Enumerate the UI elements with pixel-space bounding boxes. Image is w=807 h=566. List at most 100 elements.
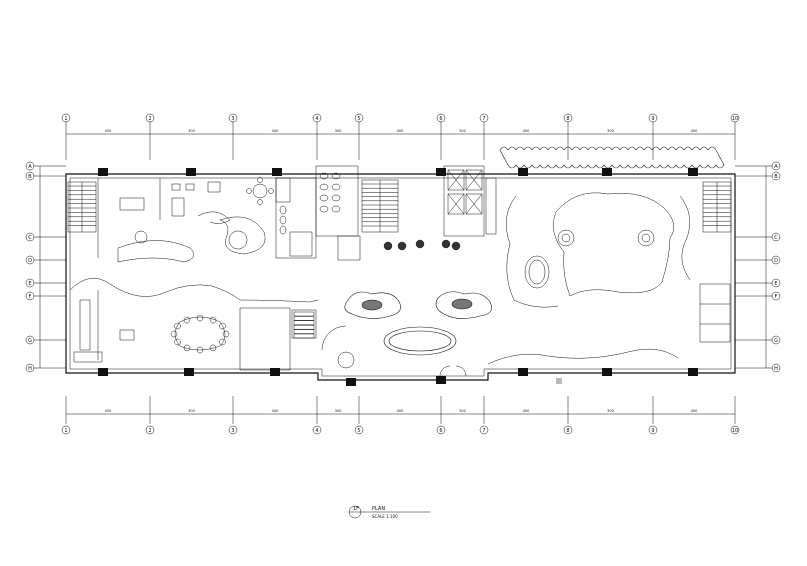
locker-unit xyxy=(293,329,315,334)
toilet-fixture xyxy=(331,194,341,202)
chair-icon xyxy=(174,322,181,330)
axis-bubble-bottom xyxy=(436,425,446,435)
axis-label-top: 5 xyxy=(357,116,360,122)
toilet-fixture xyxy=(279,205,287,215)
plant-icon xyxy=(383,239,461,251)
axis-label-bottom: 8 xyxy=(566,428,569,434)
axis-bubble-right xyxy=(771,278,781,288)
toilet-fixture xyxy=(279,215,287,225)
structural-columns xyxy=(98,168,698,386)
chair-icon xyxy=(196,346,204,354)
axis-label-left: H xyxy=(28,366,32,372)
axis-label-top: 10 xyxy=(732,116,738,122)
dimension-label-top: 400 xyxy=(691,129,698,133)
axis-bubble-top xyxy=(648,113,658,123)
axis-bubble-left xyxy=(25,363,35,373)
axis-label-right: D xyxy=(774,258,778,264)
axis-bubble-top xyxy=(479,113,489,123)
axis-bubble-right xyxy=(771,171,781,181)
axis-label-bottom: 9 xyxy=(651,428,654,434)
title-text: PLAN xyxy=(372,506,385,512)
axis-label-top: 1 xyxy=(64,116,67,122)
axis-label-bottom: 7 xyxy=(482,428,485,434)
axis-label-top: 8 xyxy=(566,116,569,122)
dimension-label-bottom: 300 xyxy=(607,409,614,413)
stair-icon xyxy=(361,179,399,233)
axis-bubble-left xyxy=(25,278,35,288)
axis-bubble-right xyxy=(771,291,781,301)
locker-unit xyxy=(293,316,315,321)
axis-label-right: E xyxy=(774,281,777,287)
chair-icon xyxy=(219,338,226,346)
planter-strip xyxy=(499,146,725,169)
exhibition-space xyxy=(487,192,731,365)
axis-label-right: H xyxy=(774,366,778,372)
axis-bubble-bottom xyxy=(563,425,573,435)
axis-label-bottom: 3 xyxy=(231,428,234,434)
office-upper-left xyxy=(97,177,274,263)
dimension-label-top: 300 xyxy=(607,129,614,133)
axis-bubble-top xyxy=(730,113,740,123)
drawing-title-block xyxy=(348,505,430,519)
axis-label-bottom: 10 xyxy=(732,428,738,434)
toilet-fixture xyxy=(331,205,341,213)
locker-unit xyxy=(293,324,315,330)
chair-icon xyxy=(209,344,217,352)
title-number: 1F xyxy=(353,506,359,512)
axis-bubble-right xyxy=(771,232,781,242)
dimension-label-top: 400 xyxy=(272,129,279,133)
elevator-core xyxy=(443,165,497,237)
axis-label-top: 4 xyxy=(315,116,318,122)
toilet-fixture xyxy=(331,172,341,180)
axis-bubble-right xyxy=(771,363,781,373)
axis-bubble-bottom xyxy=(228,425,238,435)
axis-bubble-top xyxy=(228,113,238,123)
toilet-fixture xyxy=(279,225,287,235)
chair-icon xyxy=(183,344,191,352)
toilet-fixture xyxy=(331,183,341,191)
dimension-label-top: 400 xyxy=(523,129,530,133)
axis-bubble-right xyxy=(771,335,781,345)
dimension-label-top: 300 xyxy=(335,129,342,133)
axis-label-top: 3 xyxy=(231,116,234,122)
axis-bubble-top xyxy=(61,113,71,123)
axis-bubble-bottom xyxy=(145,425,155,435)
dimension-label-bottom: 400 xyxy=(523,409,530,413)
axis-label-right: F xyxy=(775,294,778,300)
axis-label-top: 9 xyxy=(651,116,654,122)
axis-bubble-top xyxy=(563,113,573,123)
grey-marker xyxy=(556,378,562,384)
axis-label-bottom: 5 xyxy=(357,428,360,434)
axis-label-left: C xyxy=(28,235,32,241)
axis-bubble-bottom xyxy=(61,425,71,435)
dimension-label-bottom: 300 xyxy=(335,409,342,413)
title-scale: SCALE 1:100 xyxy=(372,514,398,519)
axis-bubble-right xyxy=(771,161,781,171)
axis-bubble-bottom xyxy=(354,425,364,435)
chair-icon xyxy=(219,322,226,330)
toilet-fixture xyxy=(319,183,329,191)
axis-label-bottom: 1 xyxy=(64,428,67,434)
axis-bubble-bottom xyxy=(479,425,489,435)
chair-icon xyxy=(170,330,178,338)
axis-bubble-left xyxy=(25,171,35,181)
axis-label-left: E xyxy=(28,281,31,287)
axis-label-left: F xyxy=(29,294,32,300)
axis-label-right: A xyxy=(774,164,778,170)
dimension-label-top: 300 xyxy=(188,129,195,133)
axis-bubble-top xyxy=(312,113,322,123)
building-outline xyxy=(65,173,736,381)
stair-icon xyxy=(67,181,97,233)
dimension-label-bottom: 300 xyxy=(188,409,195,413)
restroom-block xyxy=(275,165,361,261)
axis-label-bottom: 4 xyxy=(315,428,318,434)
locker-unit xyxy=(293,333,315,339)
axis-bubble-left xyxy=(25,255,35,265)
chair-icon xyxy=(209,316,217,324)
axis-bubble-bottom xyxy=(730,425,740,435)
axis-bubble-top xyxy=(436,113,446,123)
